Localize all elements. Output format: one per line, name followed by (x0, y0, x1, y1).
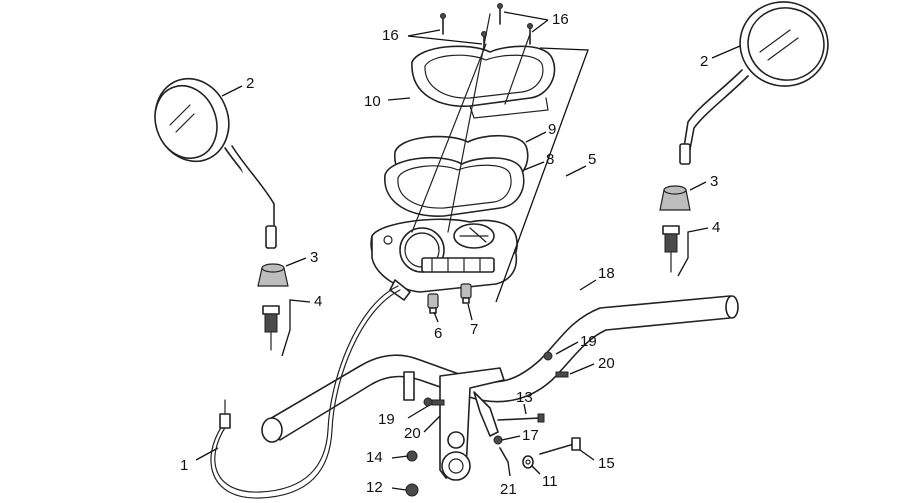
callout-11: 11 (542, 473, 558, 490)
right-mirror (679, 1, 829, 165)
callout-16-right: 16 (552, 11, 569, 28)
cluster-screws (440, 3, 533, 51)
cluster-alignment-lines (411, 13, 531, 233)
indicator-bulbs (427, 283, 472, 314)
callout-9: 9 (548, 121, 556, 138)
callout-2-right: 2 (700, 53, 708, 70)
callout-5: 5 (588, 151, 596, 168)
callout-20-right: 20 (598, 355, 615, 372)
callout-1: 1 (180, 457, 188, 474)
instrument-cluster (370, 45, 556, 301)
left-boot-and-mount (257, 263, 289, 351)
callout-12: 12 (366, 479, 383, 496)
callout-7: 7 (470, 321, 478, 338)
callout-6: 6 (434, 325, 442, 342)
callout-15: 15 (598, 455, 615, 472)
left-mirror (154, 77, 277, 249)
callout-18: 18 (598, 265, 615, 282)
callout-19-right: 19 (580, 333, 597, 350)
callout-13: 13 (516, 389, 533, 406)
speedometer-cable (210, 285, 401, 499)
right-boot-and-mount (659, 185, 691, 273)
leader-lines (195, 11, 741, 491)
callout-20-left: 20 (404, 425, 421, 442)
callout-3-right: 3 (710, 173, 718, 190)
callout-19-left: 19 (378, 411, 395, 428)
callout-labels: 1 2 2 3 3 4 4 5 6 7 8 9 10 11 12 13 14 1… (180, 11, 720, 498)
mounting-bracket (403, 367, 505, 481)
callout-17: 17 (522, 427, 539, 444)
callout-8: 8 (546, 151, 554, 168)
callout-4-left: 4 (314, 293, 322, 310)
fasteners (405, 351, 581, 497)
callout-14: 14 (366, 449, 383, 466)
callout-3-left: 3 (310, 249, 318, 266)
callout-16-left: 16 (382, 27, 399, 44)
callout-2-left: 2 (246, 75, 254, 92)
callout-10: 10 (364, 93, 381, 110)
callout-4-right: 4 (712, 219, 720, 236)
callout-21: 21 (500, 481, 517, 498)
